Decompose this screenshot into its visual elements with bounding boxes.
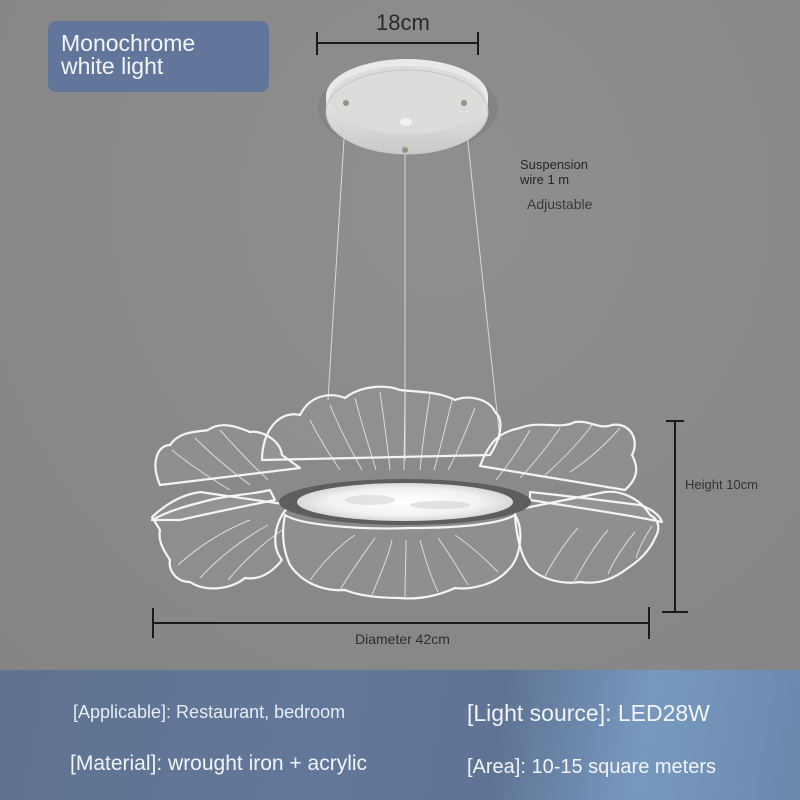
light-color-badge: Monochrome white light <box>48 21 269 92</box>
suspension-line-1: Suspension <box>520 157 588 172</box>
spec-applicable: [Applicable]: Restaurant, bedroom <box>73 702 346 722</box>
height-tick-bottom <box>662 611 688 613</box>
led-disc <box>279 479 531 525</box>
diameter-line <box>152 622 649 624</box>
height-label: Height 10cm <box>685 477 758 492</box>
specs-info-bar: [Applicable]: Restaurant, bedroom [Mater… <box>0 670 800 800</box>
diameter-label: Diameter 42cm <box>355 631 450 647</box>
spec-light-source: [Light source]: LED28W <box>467 700 710 726</box>
pendant-lamp-illustration <box>150 59 664 600</box>
canopy-width-label: 18cm <box>376 10 430 35</box>
petal-veins <box>171 391 653 598</box>
diameter-tick-left <box>152 608 154 638</box>
spec-material: [Material]: wrought iron + acrylic <box>70 752 368 775</box>
product-image-stage: Monochrome white light 18cm Suspension w… <box>0 0 800 670</box>
suspension-wire-label: Suspension wire 1 m <box>520 157 588 187</box>
canopy-width-line <box>316 42 479 44</box>
canopy-width-tick-left <box>316 32 318 55</box>
badge-line-2: white light <box>61 53 164 79</box>
diameter-tick-right <box>648 607 650 639</box>
canopy-width-tick-right <box>477 32 479 55</box>
adjustable-label: Adjustable <box>527 196 593 212</box>
spec-area: [Area]: 10-15 square meters <box>467 756 717 778</box>
ceiling-canopy <box>325 59 489 155</box>
suspension-line-2: wire 1 m <box>520 172 570 187</box>
badge-line-1: Monochrome <box>61 30 196 56</box>
height-tick-top <box>666 420 684 422</box>
acrylic-petals <box>150 385 664 600</box>
height-line <box>674 420 676 612</box>
